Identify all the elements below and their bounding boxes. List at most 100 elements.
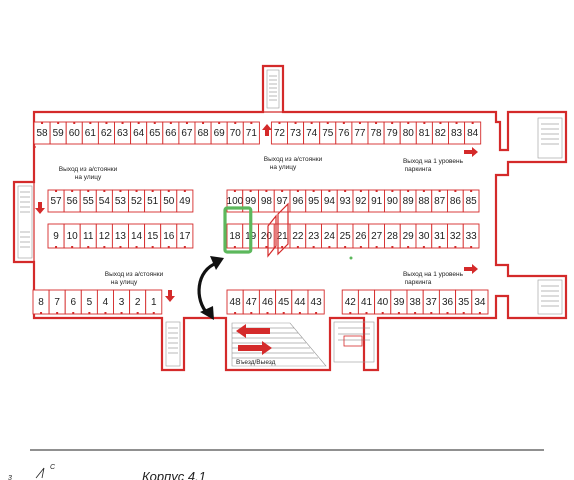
parking-space-number: 81 [419,128,431,139]
parking-space-number: 27 [371,231,383,242]
parking-space-number: 13 [115,231,127,242]
arrow-down-icon [165,290,175,302]
parking-space-number: 65 [149,128,161,139]
parking-space-number: 7 [54,297,60,308]
stall-marker [315,312,318,314]
parking-space-number: 38 [410,297,422,308]
stall-marker [185,122,188,124]
stall-marker [312,246,315,248]
parking-space-number: 59 [53,128,65,139]
label-exit-street-center: Выход из а/стоянки [264,156,323,163]
stall-marker [344,246,347,248]
stall-marker [137,122,140,124]
stall-marker [282,312,285,314]
stall-marker [88,312,91,314]
parking-space-number: 22 [292,231,304,242]
label-exit-street-left: Выход из а/стоянки [59,166,118,173]
stall-marker [72,312,75,314]
parking-space-number: 64 [133,128,145,139]
parking-space-number: 90 [387,196,399,207]
stall-marker [71,246,74,248]
parking-space-number: 23 [308,231,320,242]
stall-marker [391,122,394,124]
parking-space-number: 50 [163,196,175,207]
parking-space-number: 63 [117,128,129,139]
stairwell-bottom-right [333,321,375,363]
parking-space-number: 94 [324,196,336,207]
stall-marker [407,190,410,192]
stall-marker [55,190,58,192]
stall-marker [87,190,90,192]
stall-marker [438,190,441,192]
label-exit-level-bottom-2: паркинга [405,279,432,286]
stall-marker [470,246,473,248]
stall-marker [40,312,43,314]
stall-marker [265,190,268,192]
parking-space-number: 88 [418,196,430,207]
parking-space-number: 39 [393,297,405,308]
page-mark: 3 [8,475,12,480]
parking-space-number: 86 [450,196,462,207]
parking-space-number: 56 [67,196,79,207]
stairwell-right-top [537,117,563,159]
stall-marker [342,122,345,124]
stall-marker [358,122,361,124]
stall-marker [73,122,76,124]
stall-marker [430,312,433,314]
parking-space-number: 84 [467,128,479,139]
stall-marker [391,190,394,192]
stall-marker [326,122,329,124]
stall-marker [375,122,378,124]
arrow-up-icon [262,124,272,136]
compass-letter: С [50,464,56,471]
parking-space-number: 48 [230,297,242,308]
stairwell-left [17,185,33,259]
direction-arrows [35,124,478,355]
parking-space-number: 26 [355,231,367,242]
label-exit-street-center-2: на улицу [270,164,297,171]
stall-marker [470,190,473,192]
parking-space-number: 49 [179,196,191,207]
parking-space-number: 52 [131,196,143,207]
arrow-left-icon [236,324,270,338]
stall-marker [153,122,156,124]
parking-space-number: 29 [403,231,415,242]
building-walls [12,64,568,372]
double-arrow-icon [197,256,224,320]
stall-marker [103,190,106,192]
stall-marker [167,190,170,192]
stall-marker [423,122,426,124]
parking-space-number: 55 [83,196,95,207]
parking-space-number: 91 [371,196,383,207]
parking-space-number: 44 [294,297,306,308]
parking-space-number: 58 [36,128,48,139]
stall-marker [312,190,315,192]
stall-marker [310,122,313,124]
arrow-right-icon [238,341,272,355]
stall-marker [397,312,400,314]
stall-marker [151,190,154,192]
parking-space-number: 82 [435,128,447,139]
stall-marker [328,190,331,192]
parking-space-number: 87 [434,196,446,207]
parking-space-number: 83 [451,128,463,139]
stall-marker [471,122,474,124]
stall-marker [454,190,457,192]
parking-space-number: 14 [131,231,143,242]
parking-space-number: 40 [377,297,389,308]
parking-space-number: 15 [147,231,159,242]
stall-marker [120,312,123,314]
parking-space-number: 32 [450,231,462,242]
parking-space-number: 97 [277,196,289,207]
parking-space-number: 24 [324,231,336,242]
stall-marker [391,246,394,248]
parking-space-number: 92 [355,196,367,207]
stall-marker [56,312,59,314]
stall-marker [234,122,237,124]
stall-marker [381,312,384,314]
parking-space-number: 100 [227,196,244,207]
label-exit-level-top: Выход на 1 уровень [403,158,464,165]
arrow-right-icon [464,147,478,157]
parking-space-number: 2 [135,297,141,308]
parking-space-number: 34 [474,297,486,308]
